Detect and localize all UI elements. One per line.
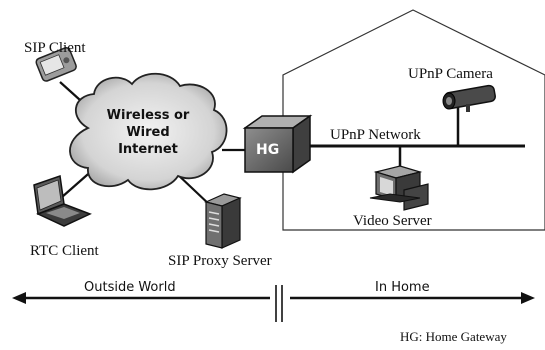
server-tower-icon [204, 193, 242, 249]
home-outline [282, 9, 545, 231]
cloud-label: Wireless or Wired Internet [92, 107, 204, 158]
cloud-label-line3: Internet [118, 142, 178, 157]
video-server-label: Video Server [353, 213, 432, 229]
outside-world-label: Outside World [84, 280, 176, 295]
hg-label: HG [256, 142, 280, 158]
rtc-client-label: RTC Client [30, 243, 99, 259]
laptop-icon [33, 174, 92, 227]
internet-cloud [69, 72, 228, 191]
cloud-label-line1: Wireless or [106, 108, 190, 123]
sip-client-label: SIP Client [24, 40, 86, 56]
in-home-label: In Home [375, 280, 430, 295]
home-gateway-box [242, 114, 313, 174]
left-arrowhead [12, 292, 26, 304]
pda-icon [35, 46, 77, 82]
sip-proxy-server-label: SIP Proxy Server [168, 253, 272, 269]
footnote-label: HG: Home Gateway [400, 329, 507, 344]
cloud-label-line2: Wired [126, 125, 170, 140]
upnp-network-label: UPnP Network [330, 127, 421, 143]
upnp-camera-label: UPnP Camera [408, 66, 493, 82]
camera-icon [442, 84, 496, 112]
right-arrowhead [521, 292, 535, 304]
boundary-divider [275, 285, 283, 322]
desktop-pc-icon [369, 165, 429, 211]
